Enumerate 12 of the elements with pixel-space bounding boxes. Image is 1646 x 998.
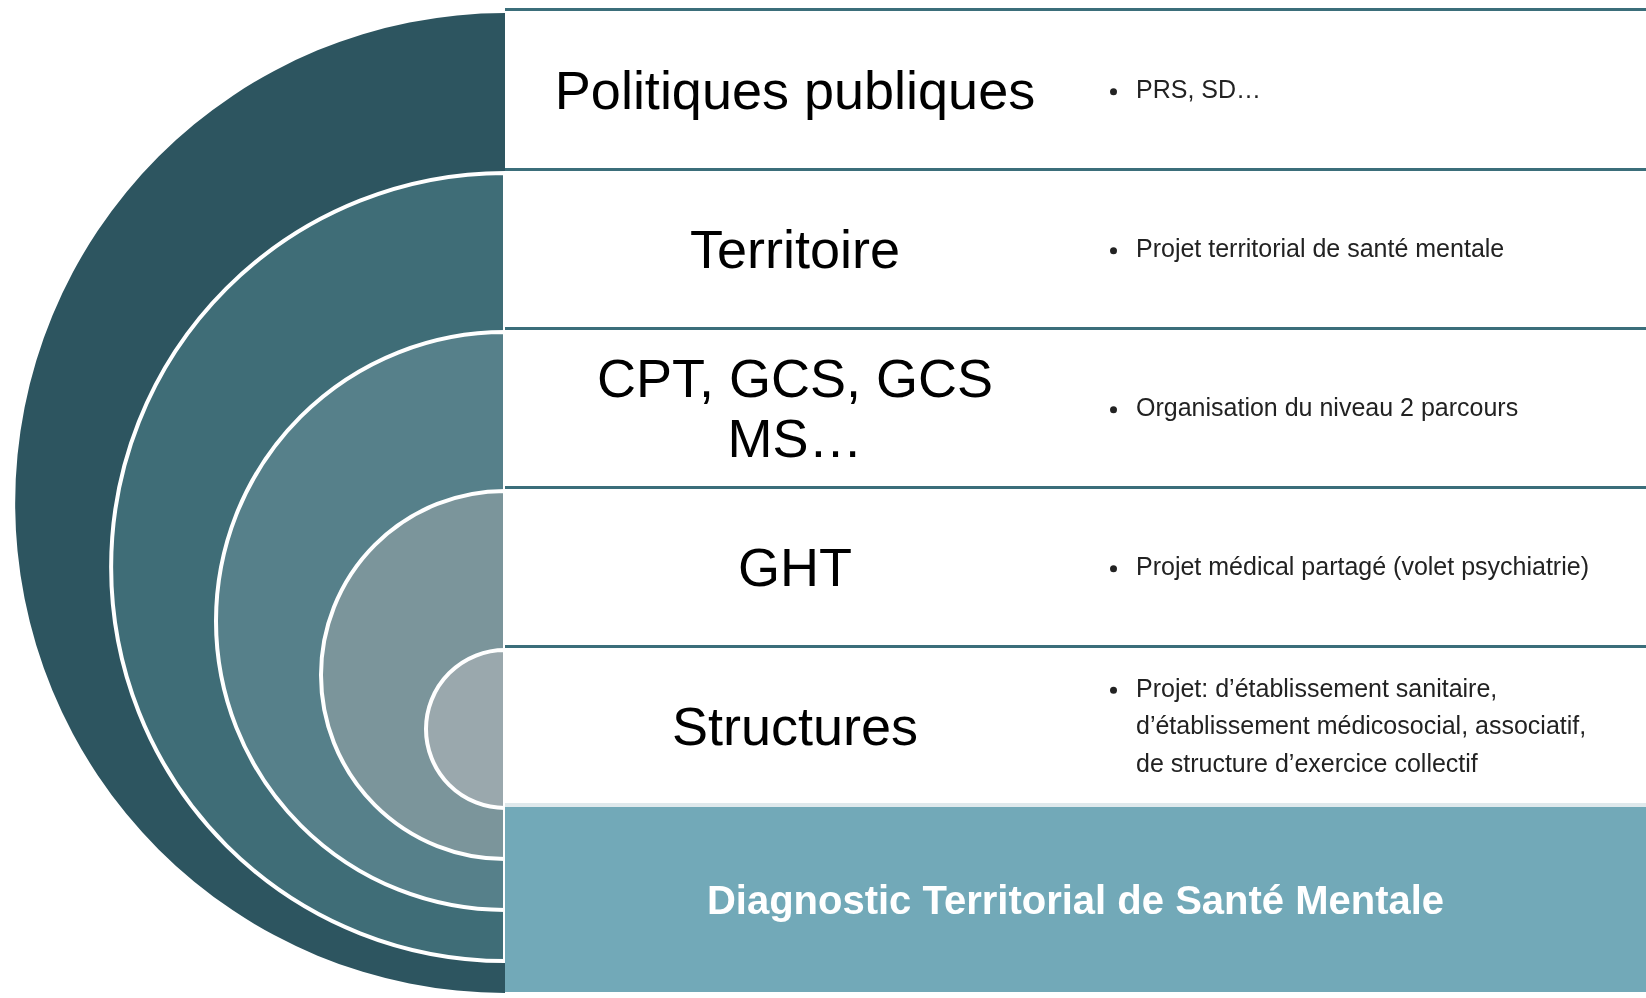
bullet-text: Projet médical partagé (volet psychiatrie)	[1136, 552, 1589, 581]
band-title: Diagnostic Territorial de Santé Mentale	[705, 877, 1446, 922]
level-title: Politiques publiques	[553, 59, 1037, 120]
summary-band	[505, 803, 1646, 992]
bullet-text: Projet: d’établissement sanitaire, d’établissement médicosocial, associatif, de structure d’exercice collectif	[1136, 673, 1587, 777]
bullet-text: PRS, SD…	[1136, 74, 1262, 103]
bullet-text: Projet territorial de santé mentale	[1136, 234, 1505, 263]
level-title: Structures	[670, 695, 920, 756]
level-title: CPT, GCS, GCS MS…	[595, 347, 995, 469]
level-title: Territoire	[688, 218, 901, 280]
level-title: GHT	[737, 536, 853, 598]
bullet-text: Organisation du niveau 2 parcours	[1136, 393, 1519, 422]
